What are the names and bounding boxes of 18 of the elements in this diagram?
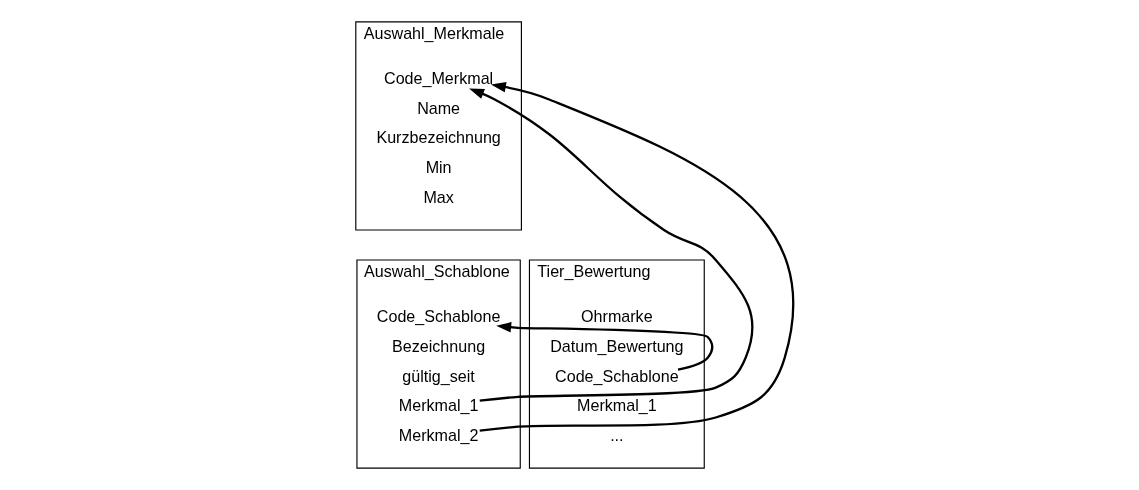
- node-text: Kurzbezeichnung: [375, 128, 501, 147]
- node-text: Code_Merkmal: [383, 68, 493, 87]
- node-text: gültig_seit: [401, 366, 475, 385]
- node-text: Merkmal_2: [398, 426, 478, 445]
- node-text: Ohrmarke: [580, 306, 653, 325]
- node-text: Min: [425, 158, 452, 177]
- node-text: Max: [422, 188, 454, 207]
- node-text: Name: [416, 98, 460, 117]
- node-text: Merkmal_1: [576, 396, 657, 415]
- node-text: Code_Schablone: [554, 366, 679, 385]
- arrow: [479, 81, 794, 432]
- node-text: Code_Schablone: [376, 306, 500, 325]
- node-text: Bezeichnung: [391, 336, 485, 355]
- arrow: [495, 322, 713, 371]
- node-text: ...: [609, 426, 624, 445]
- arrow: [468, 88, 753, 402]
- node-text: Datum_Bewertung: [549, 336, 683, 355]
- node-text: Merkmal_1: [398, 396, 478, 415]
